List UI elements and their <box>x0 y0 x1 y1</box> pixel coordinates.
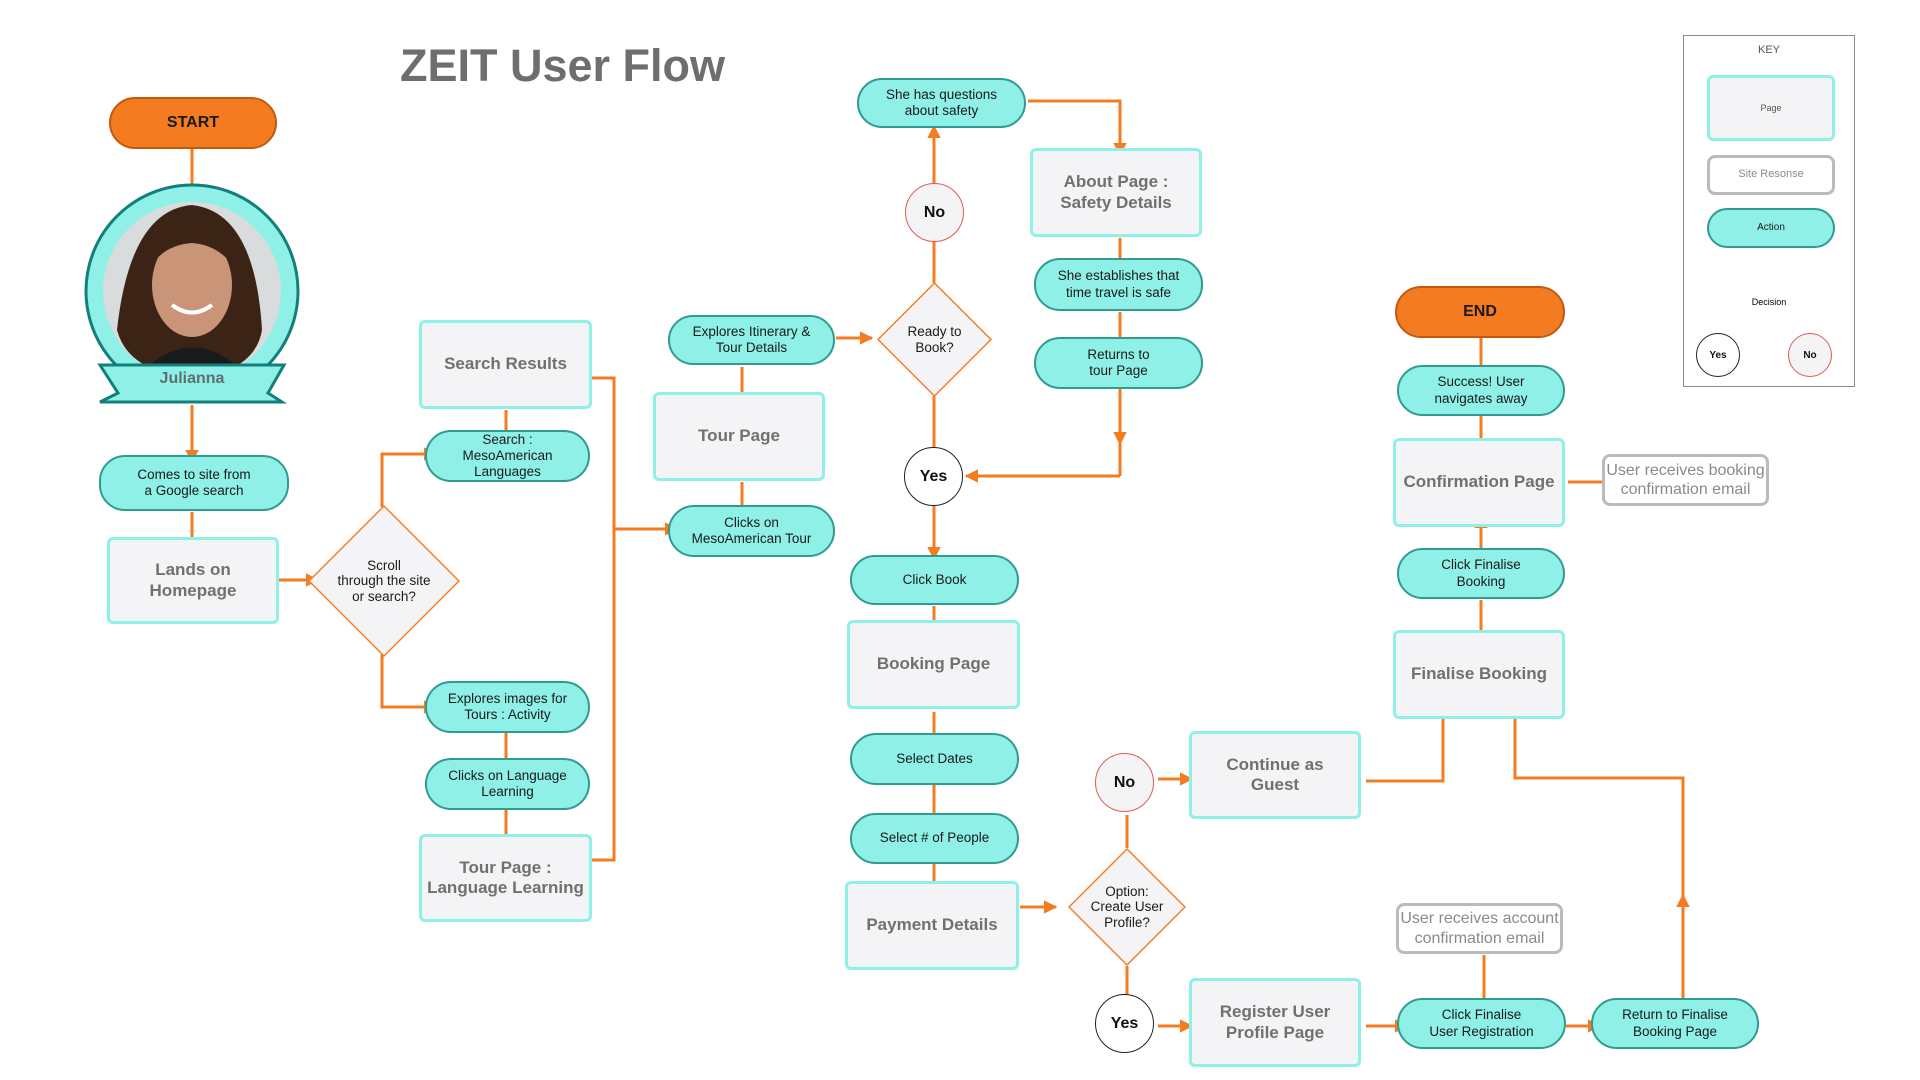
yes-circle-ready: Yes <box>904 447 963 506</box>
page-lands-on-homepage: Lands on Homepage <box>107 537 279 624</box>
action-questions-safety: She has questions about safety <box>857 78 1026 128</box>
persona-name: Julianna <box>159 370 225 387</box>
decision-label: Ready to Book? <box>907 323 962 355</box>
action-return-finalise-booking: Return to Finalise Booking Page <box>1591 998 1759 1049</box>
page-finalise-booking: Finalise Booking <box>1393 630 1565 719</box>
yes-circle-profile: Yes <box>1095 994 1154 1053</box>
page-continue-as-guest: Continue as Guest <box>1189 731 1361 819</box>
decision-ready-to-book: Ready to Book? <box>877 282 992 397</box>
connector-questions-about <box>1028 99 1127 157</box>
decision-label: Scroll through the site or search? <box>337 557 431 604</box>
action-clicks-mesoamerican-tour: Clicks on MesoAmerican Tour <box>668 505 835 557</box>
page-tour-page: Tour Page <box>653 392 825 481</box>
key-title: KEY <box>1757 44 1780 56</box>
end-terminal: END <box>1395 286 1565 338</box>
persona-photo <box>117 205 262 380</box>
connector-bracket <box>592 376 616 862</box>
action-returns-tour-page: Returns to tour Page <box>1034 337 1203 389</box>
no-circle-profile: No <box>1095 753 1154 812</box>
key-yes: Yes <box>1696 333 1740 377</box>
page-payment-details: Payment Details <box>845 881 1019 970</box>
key-decision: Decision <box>1751 296 1787 307</box>
key-site-response: Site Resonse <box>1707 155 1835 195</box>
no-circle-ready: No <box>905 183 964 242</box>
page-confirmation: Confirmation Page <box>1393 438 1565 527</box>
action-search-mesoamerican: Search : MesoAmerican Languages <box>425 430 590 482</box>
decision-scroll-or-search: Scroll through the site or search? <box>308 505 460 657</box>
action-select-dates: Select Dates <box>850 733 1019 785</box>
page-register-user-profile: Register User Profile Page <box>1189 978 1361 1067</box>
action-select-people: Select # of People <box>850 813 1019 864</box>
connector-return-finalise <box>1508 704 1685 895</box>
page-title: ZEIT User Flow <box>400 40 726 91</box>
decision-create-profile: Option: Create User Profile? <box>1068 848 1186 966</box>
page-booking: Booking Page <box>847 620 1020 709</box>
action-google-search: Comes to site from a Google search <box>99 455 289 511</box>
action-click-finalise-booking: Click Finalise Booking <box>1397 548 1565 599</box>
action-explores-itinerary: Explores Itinerary & Tour Details <box>668 315 835 365</box>
key-no: No <box>1788 333 1832 377</box>
response-booking-email: User receives booking confirmation email <box>1602 454 1769 506</box>
response-account-email: User receives account confirmation email <box>1396 903 1563 954</box>
action-success-navigates-away: Success! User navigates away <box>1397 365 1565 416</box>
connector-decision-images <box>380 653 438 714</box>
action-establishes-safe: She establishes that time travel is safe <box>1034 258 1203 311</box>
action-explores-images: Explores images for Tours : Activity <box>425 681 590 733</box>
action-click-finalise-registration: Click Finalise User Registration <box>1397 998 1566 1049</box>
key-action: Action <box>1707 208 1835 248</box>
connector-decision-search <box>380 447 438 507</box>
action-clicks-language-learning: Clicks on Language Learning <box>425 758 590 810</box>
decision-label: Option: Create User Profile? <box>1090 883 1164 930</box>
key-page: Page <box>1707 75 1835 141</box>
page-search-results: Search Results <box>419 320 592 409</box>
action-click-book: Click Book <box>850 555 1019 605</box>
start-terminal: START <box>109 97 277 149</box>
connector-guest-finalise <box>1366 704 1450 783</box>
page-tour-language-learning: Tour Page : Language Learning <box>419 834 592 922</box>
persona-name-ribbon <box>97 363 288 404</box>
page-about-safety: About Page : Safety Details <box>1030 148 1202 237</box>
